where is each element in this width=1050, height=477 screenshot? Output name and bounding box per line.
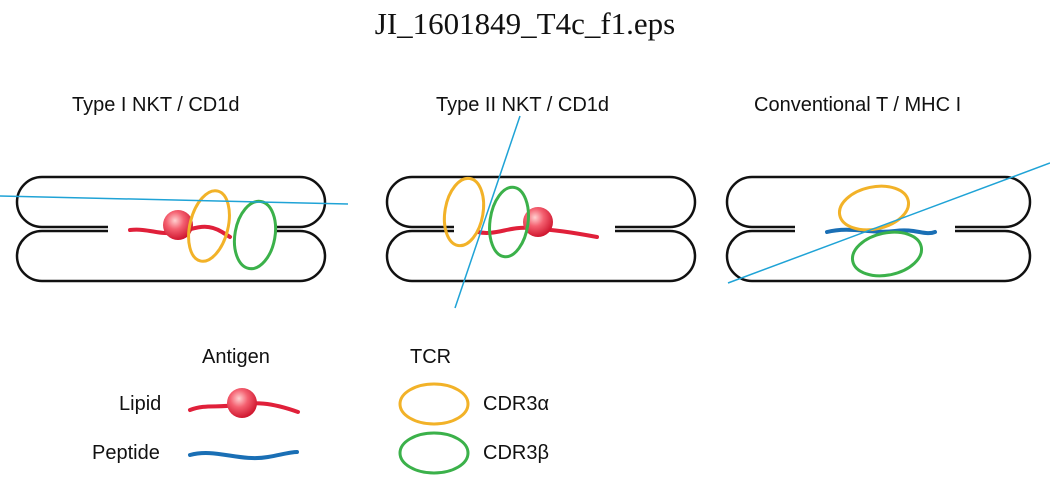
cdr3a-loop [442,176,486,248]
legend-lipid-head [227,388,257,418]
cdr3b-loop [488,185,530,259]
tcr-docking-axis [0,195,349,205]
panel-label-type-i-nkt: Type I NKT / CD1d [72,94,240,116]
legend-peptide-label: Peptide [92,442,160,464]
lipid-head [163,210,193,240]
legend [188,382,470,475]
legend-cdr3a-swatch [398,382,470,426]
cdr3b-loop [232,199,278,271]
cdr3a-loop [187,189,231,263]
legend-lipid-label: Lipid [119,393,162,415]
panel-conventional-t [725,162,1050,284]
panel-type-ii-nkt [385,115,697,309]
panel-type-i-nkt [0,175,349,283]
panel-label-conventional-t: Conventional T / MHC I [754,94,962,116]
tcr-docking-axis [454,115,521,309]
legend-tcr-header: TCR [410,346,452,368]
legend-cdr3a-label: CDR3α [483,393,550,415]
tcr-docking-axis [727,162,1050,284]
figure-title: JI_1601849_T4c_f1.eps [374,6,676,41]
panel-label-type-ii-nkt: Type II NKT / CD1d [436,94,610,116]
legend-cdr3b-label: CDR3β [483,442,549,464]
cdr3b-loop [850,230,924,278]
legend-antigen-header: Antigen [202,346,270,368]
legend-cdr3b-swatch [398,431,470,475]
cdr3a-loop [837,184,911,232]
mhc-groove-outline [725,175,1032,283]
cd1d-groove-outline [385,175,697,283]
lipid-head [523,207,553,237]
legend-peptide-swatch [188,450,299,461]
cd1d-groove-outline [15,175,327,283]
